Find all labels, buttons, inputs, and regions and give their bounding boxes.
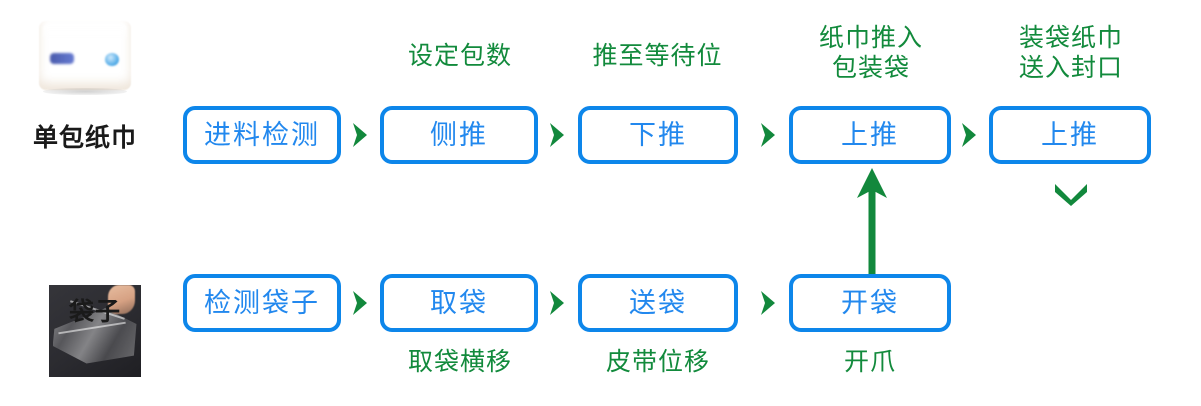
node-bottom-2-label: 取袋 bbox=[430, 287, 488, 318]
merge-arrow-up-icon bbox=[852, 168, 892, 279]
node-top-3-label: 下推 bbox=[629, 119, 687, 150]
node-bottom-1[interactable]: 检测袋子 bbox=[183, 274, 341, 332]
note-top-2: 推至等待位 bbox=[592, 42, 723, 70]
node-top-1-label: 进料检测 bbox=[204, 119, 320, 150]
node-bottom-3-label: 送袋 bbox=[629, 287, 687, 318]
legend-label-tissue: 单包纸巾 bbox=[32, 124, 137, 152]
note-bottom-2: 皮带位移 bbox=[605, 348, 710, 376]
note-bottom-1: 取袋横移 bbox=[407, 348, 512, 376]
chevron-right-icon-top-4 bbox=[958, 120, 980, 155]
node-bottom-1-label: 检测袋子 bbox=[204, 287, 320, 318]
note-top-4: 装袋纸巾 送入封口 bbox=[1018, 24, 1123, 82]
node-top-5[interactable]: 上推 bbox=[989, 106, 1151, 164]
node-top-1[interactable]: 进料检测 bbox=[183, 106, 341, 164]
node-top-2-label: 侧推 bbox=[430, 119, 488, 150]
chevron-right-icon-bottom-2 bbox=[546, 288, 568, 323]
note-bottom-3: 开爪 bbox=[843, 348, 896, 376]
pack-drop-shadow bbox=[43, 87, 127, 96]
node-bottom-4[interactable]: 开袋 bbox=[789, 274, 951, 332]
chevron-right-icon-top-2 bbox=[546, 120, 568, 155]
node-bottom-4-label: 开袋 bbox=[841, 287, 899, 318]
pack-brand-badge bbox=[50, 52, 74, 64]
tissue-pack-illustration bbox=[39, 21, 131, 89]
hand-holding-bag bbox=[107, 285, 136, 315]
output-image-tissue-bundle bbox=[980, 399, 1158, 406]
node-top-4-label: 上推 bbox=[841, 119, 899, 150]
node-bottom-2[interactable]: 取袋 bbox=[380, 274, 538, 332]
pack-seal-dot bbox=[105, 53, 119, 67]
legend-image-plastic-bag bbox=[49, 285, 141, 377]
legend-label-bag: 袋子 bbox=[68, 298, 121, 326]
node-top-5-label: 上推 bbox=[1041, 119, 1099, 150]
node-top-4[interactable]: 上推 bbox=[789, 106, 951, 164]
node-top-3[interactable]: 下推 bbox=[578, 106, 738, 164]
node-bottom-3[interactable]: 送袋 bbox=[578, 274, 738, 332]
chevron-right-icon-bottom-1 bbox=[349, 288, 371, 323]
chevron-right-icon-bottom-3 bbox=[757, 288, 779, 323]
note-top-3: 纸巾推入 包装袋 bbox=[818, 24, 923, 82]
legend-image-tissue-pack bbox=[33, 8, 137, 103]
output-chevron-down-icon bbox=[1052, 182, 1090, 213]
note-top-1: 设定包数 bbox=[407, 42, 512, 70]
node-top-2[interactable]: 侧推 bbox=[380, 106, 538, 164]
chevron-right-icon-top-3 bbox=[757, 120, 779, 155]
plastic-bag-illustration bbox=[49, 285, 141, 377]
chevron-right-icon-top-1 bbox=[349, 120, 371, 155]
